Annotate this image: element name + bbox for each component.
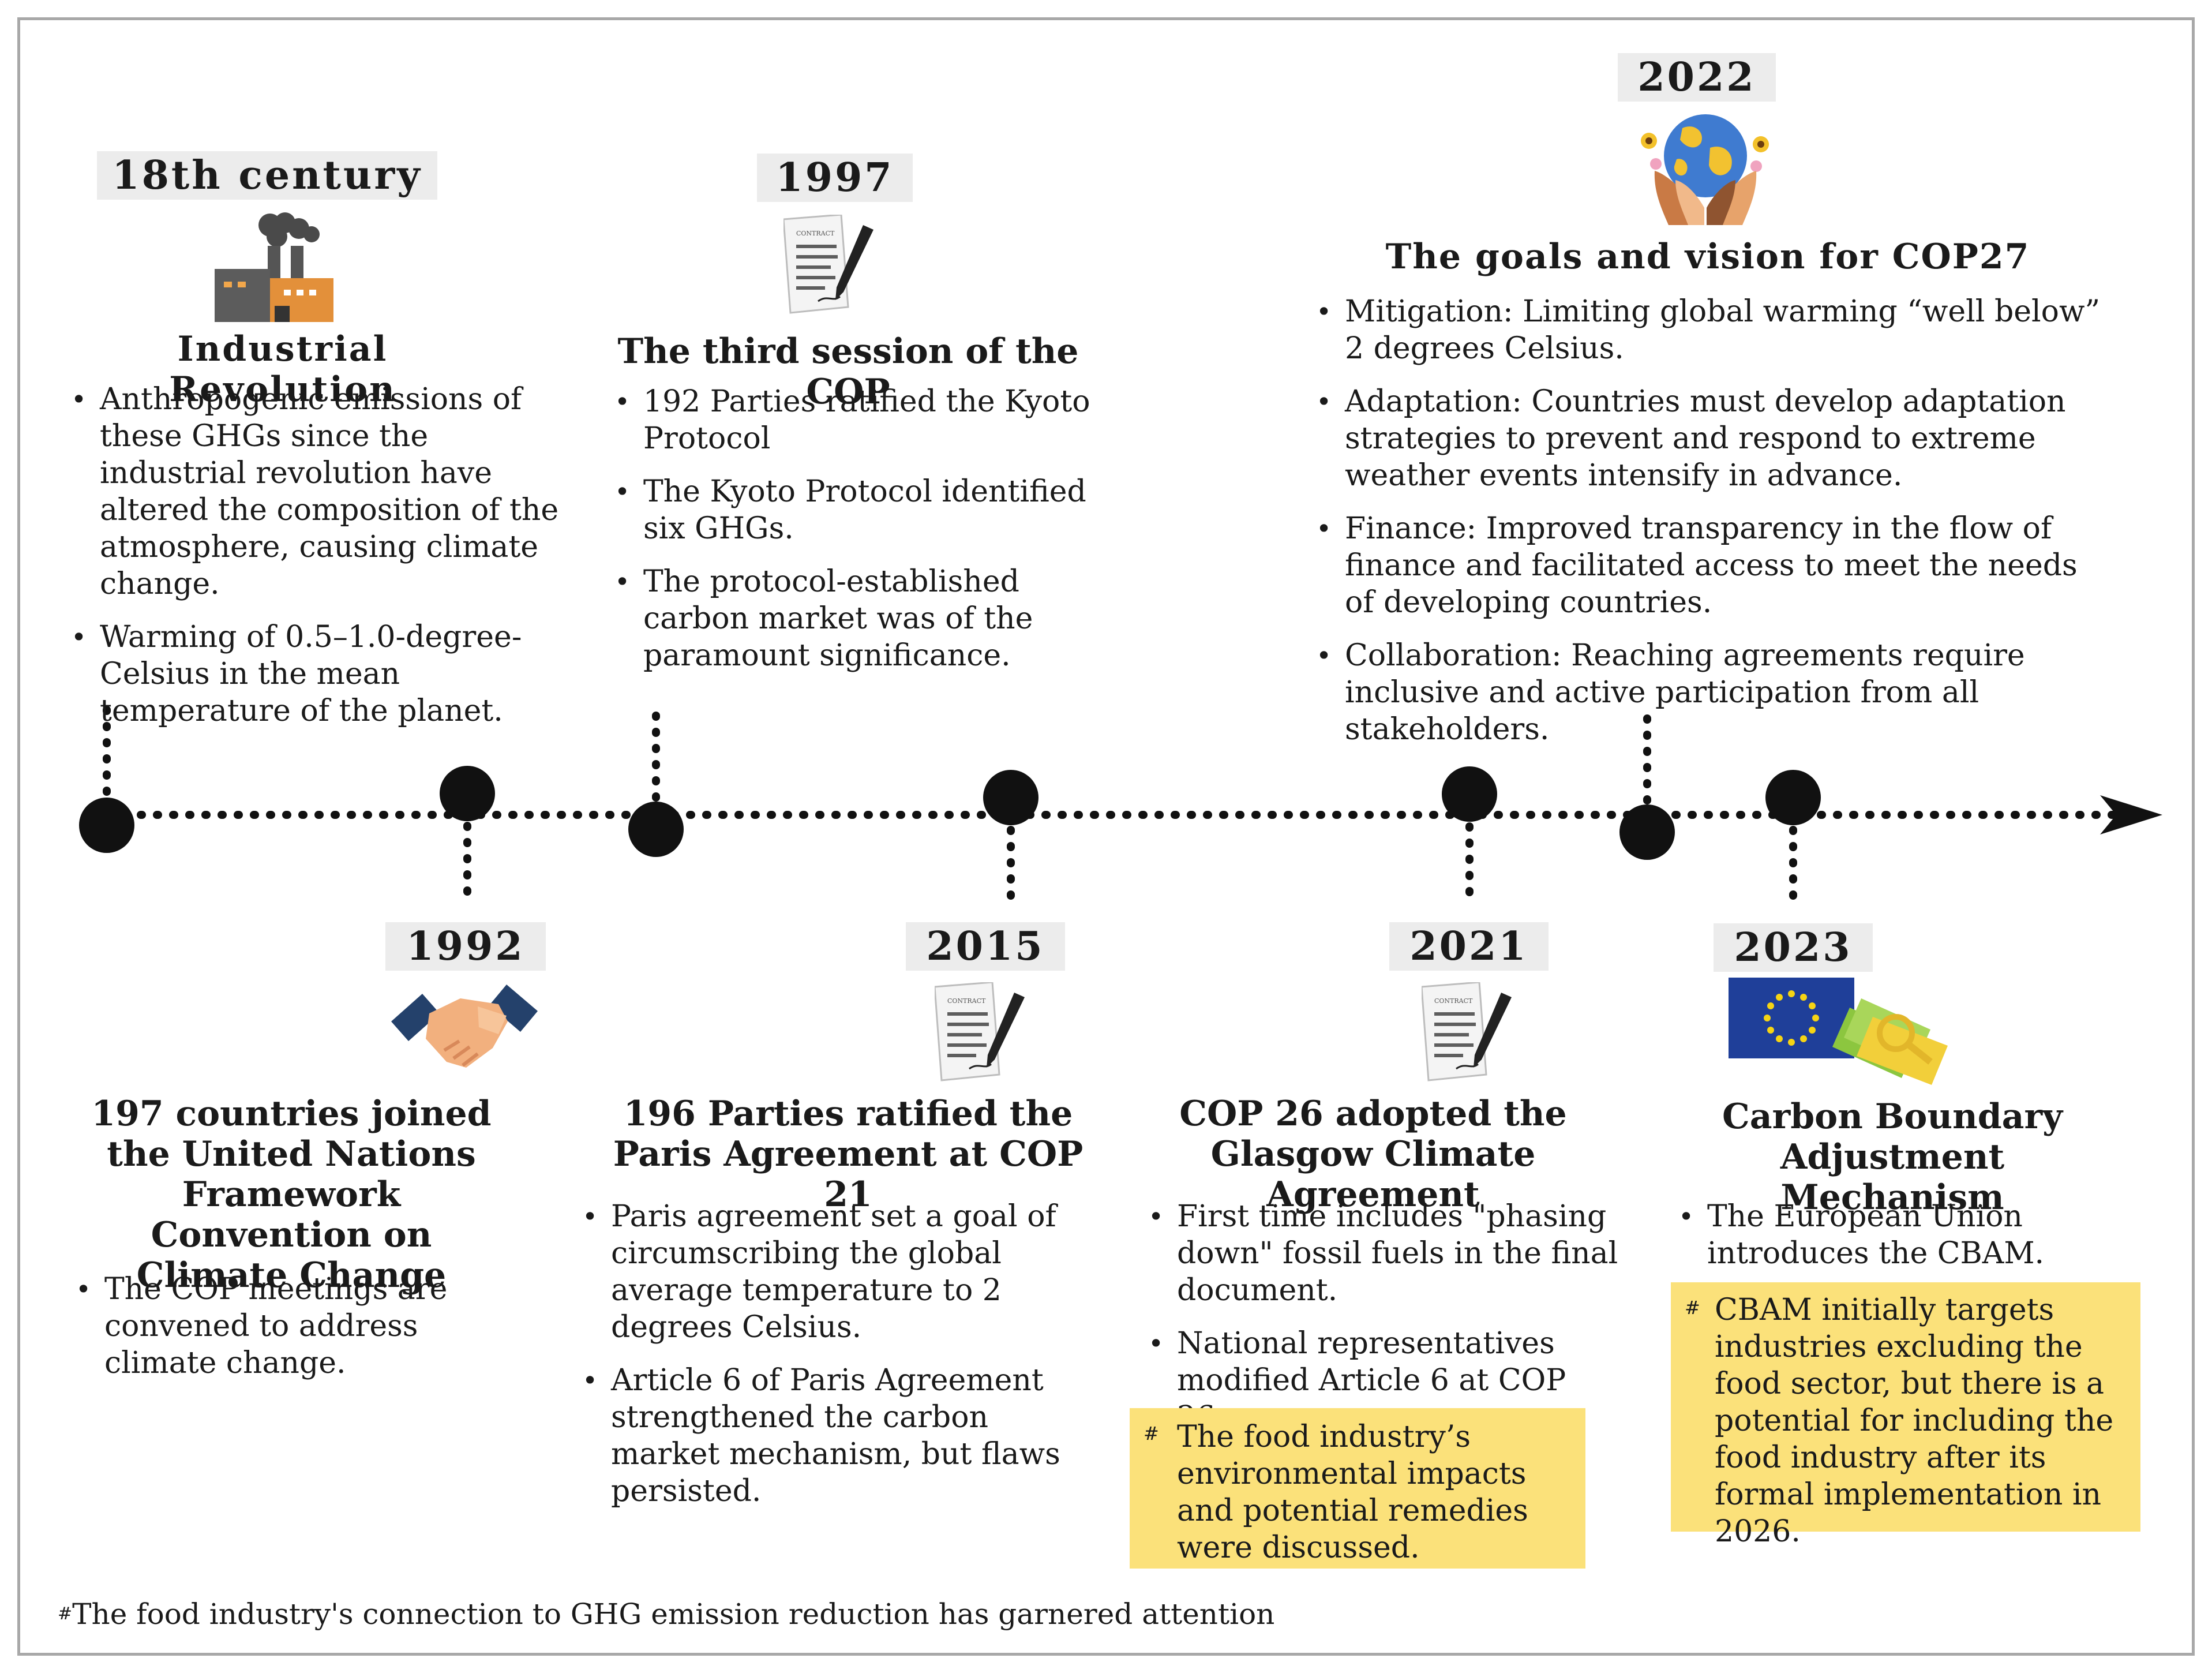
node-2015 xyxy=(983,770,1038,825)
bullet-1997-3: The protocol-established carbon market w… xyxy=(612,563,1131,674)
timeline-arrowhead xyxy=(2100,795,2162,834)
node-2021 xyxy=(1442,766,1497,822)
bullet-2015-1: Paris agreement set a goal of circumscri… xyxy=(579,1198,1098,1346)
title-2021: COP 26 adopted the Glasgow Climate Agree… xyxy=(1179,1094,1567,1215)
year-label-1997: 1997 xyxy=(757,154,913,202)
footnote: #The food industry's connection to GHG e… xyxy=(58,1596,1274,1633)
year-label-2022: 2022 xyxy=(1618,53,1776,102)
bullet-1997-1: 192 Parties ratified the Kyoto Protocol xyxy=(612,383,1131,457)
node-2022 xyxy=(1619,804,1675,860)
bullet-2021-1: First time includes "phasing down" fossi… xyxy=(1145,1198,1618,1309)
handshake-icon xyxy=(391,985,538,1068)
bullet-2022-3: Finance: Improved transparency in the fl… xyxy=(1313,510,2109,621)
year-label-18c: 18th century xyxy=(97,151,437,200)
bullet-2015-2: Article 6 of Paris Agreement strengthene… xyxy=(579,1362,1098,1510)
title-2015: 196 Parties ratified the Paris Agreement… xyxy=(613,1094,1083,1215)
year-label-1992: 1992 xyxy=(385,922,546,971)
year-label-2021: 2021 xyxy=(1389,922,1549,971)
bullet-1992-1: The COP meetings are convened to address… xyxy=(73,1271,511,1382)
node-1997 xyxy=(628,802,684,857)
node-2023 xyxy=(1765,770,1821,825)
bullets-2022: Mitigation: Limiting global warming “wel… xyxy=(1313,293,2109,764)
contract-icon: CONTRACT xyxy=(783,215,873,314)
note-marker: # xyxy=(1685,1297,1700,1319)
bullet-2022-4: Collaboration: Reaching agreements requi… xyxy=(1313,637,2109,748)
year-label-2015: 2015 xyxy=(906,922,1065,971)
note-2023: # CBAM initially targets industries excl… xyxy=(1671,1282,2140,1549)
bullet-2023-1: The European Union introduces the CBAM. xyxy=(1675,1198,2091,1272)
contract-icon: CONTRACT xyxy=(1422,982,1512,1081)
title-1992: 197 countries joined the United Nations … xyxy=(91,1094,492,1296)
bullets-2015: Paris agreement set a goal of circumscri… xyxy=(579,1198,1098,1526)
note-2021-text: The food industry’s environmental impact… xyxy=(1177,1420,1528,1565)
bullet-18c-1: Anthropogenic emissions of these GHGs si… xyxy=(68,381,564,602)
node-18c xyxy=(79,798,134,853)
figure-frame xyxy=(17,17,2195,1656)
note-2021: # The food industry’s environmental impa… xyxy=(1130,1408,1585,1569)
bullets-1997: 192 Parties ratified the Kyoto Protocol … xyxy=(612,383,1131,690)
bullets-1992: The COP meetings are convened to address… xyxy=(73,1271,511,1398)
title-2022: The goals and vision for COP27 xyxy=(1385,237,2030,277)
contract-label: CONTRACT xyxy=(796,230,835,237)
contract-icon: CONTRACT xyxy=(935,982,1025,1081)
note-marker: # xyxy=(1144,1423,1159,1444)
node-1992 xyxy=(440,766,495,821)
title-1997: The third session of the COP xyxy=(617,331,1079,412)
footnote-text: The food industry's connection to GHG em… xyxy=(72,1597,1275,1631)
note-2023-text: CBAM initially targets industries exclud… xyxy=(1715,1293,2114,1549)
bullet-2022-2: Adaptation: Countries must develop adapt… xyxy=(1313,383,2109,494)
bullets-2021: First time includes "phasing down" fossi… xyxy=(1145,1198,1618,1452)
contract-label: CONTRACT xyxy=(947,997,986,1005)
contract-label: CONTRACT xyxy=(1434,997,1473,1005)
globe-hands-icon xyxy=(1641,114,1769,225)
factory-icon xyxy=(215,212,333,322)
bullets-18c: Anthropogenic emissions of these GHGs si… xyxy=(68,381,564,746)
year-label-2023: 2023 xyxy=(1714,923,1873,972)
bullet-18c-2: Warming of 0.5–1.0-degree-Celsius in the… xyxy=(68,619,564,729)
eu-money-icon xyxy=(1729,978,1948,1085)
footnote-marker: # xyxy=(58,1604,73,1624)
bullet-1997-2: The Kyoto Protocol identified six GHGs. xyxy=(612,473,1131,547)
bullets-2023: The European Union introduces the CBAM. xyxy=(1675,1198,2091,1288)
bullet-2022-1: Mitigation: Limiting global warming “wel… xyxy=(1313,293,2109,367)
